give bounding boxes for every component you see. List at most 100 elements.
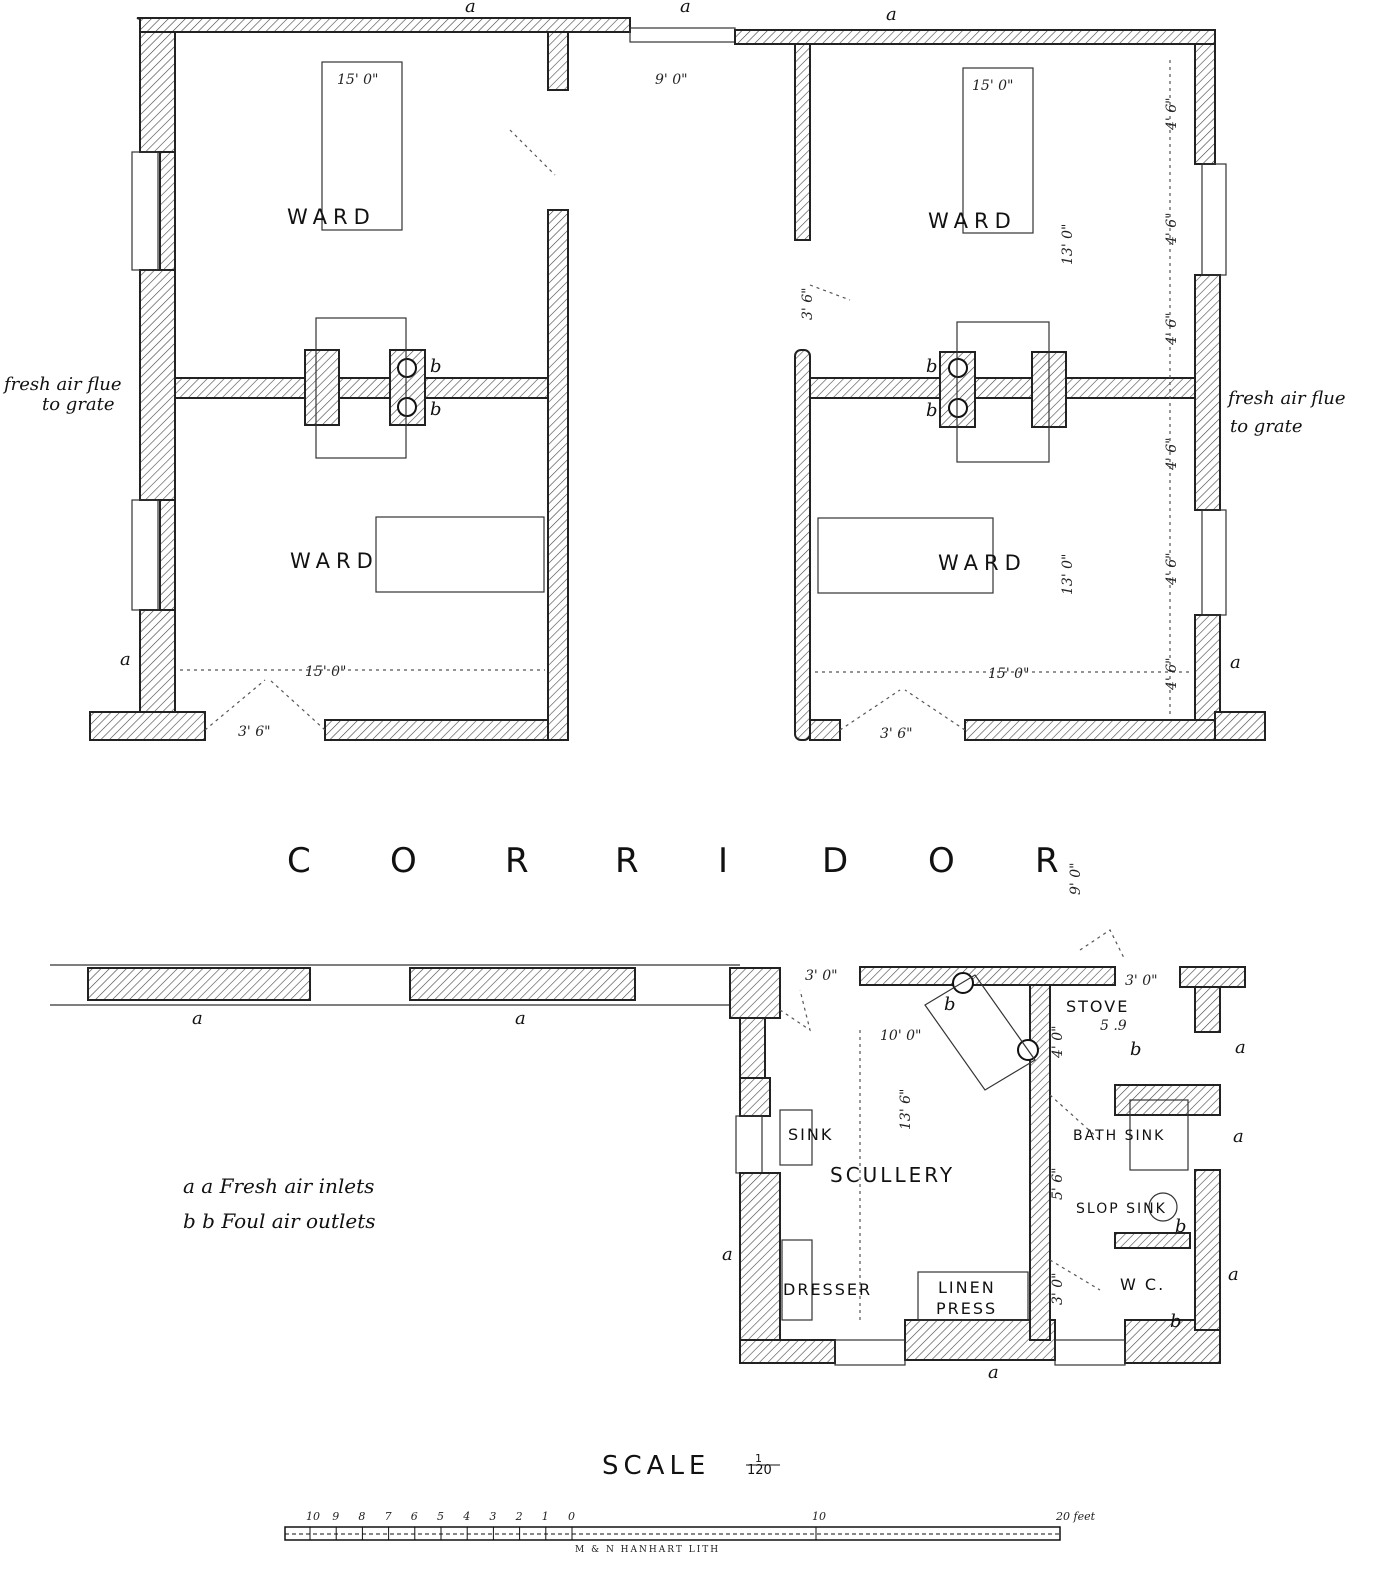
slop-sink-fixture	[1148, 1192, 1178, 1222]
room-label-scullery: SCULLERY	[830, 1163, 955, 1187]
legend-foul-air-outlets: b b Foul air outlets	[183, 1209, 376, 1233]
wall-pier	[1194, 986, 1221, 1033]
right-ward-top-wall	[734, 29, 1216, 45]
scale-tick-label: 4	[462, 1510, 470, 1523]
dimension-label: 4' 6"	[1164, 312, 1180, 346]
bed-outline	[817, 517, 994, 594]
inlet-marker: a	[515, 1008, 526, 1029]
fixture-label-dresser: DRESSER	[783, 1280, 872, 1299]
wall-segment	[87, 967, 311, 1001]
window	[1201, 509, 1227, 616]
east-wall	[1194, 1169, 1221, 1331]
fixture-label-slop-sink: SLOP SINK	[1076, 1201, 1167, 1217]
left-ward-bottom-wall	[89, 711, 206, 741]
ward-partition	[174, 377, 549, 399]
legend: a a Fresh air inlets b b Foul air outlet…	[183, 1174, 376, 1233]
corridor-letter: O	[390, 841, 417, 881]
hearth-outline	[315, 317, 407, 459]
room-label-ward: WARD	[287, 205, 376, 229]
fixture-label-stove: STOVE	[1066, 997, 1129, 1016]
foul-air-outlet-icon	[948, 358, 968, 378]
annotation-fresh-air-flue: fresh air flue	[1226, 388, 1346, 409]
right-wall-pier	[1194, 43, 1216, 165]
inlet-marker: a	[1230, 652, 1241, 673]
door-swing	[204, 129, 556, 731]
dimension-label: 13' 6"	[898, 1089, 914, 1130]
inlet-marker: a	[1235, 1037, 1246, 1058]
dresser-fixture	[781, 1239, 813, 1321]
dimension-label: 4' 6"	[1164, 437, 1180, 471]
dimension-label: 3' 0"	[805, 968, 838, 984]
scale-tick-label: 1	[542, 1510, 549, 1523]
left-wall-pier	[139, 269, 176, 501]
scullery-north-wall	[859, 966, 1116, 986]
left-ward-inner-wall	[547, 31, 569, 91]
right-ward-bottom-wall	[1214, 711, 1266, 741]
legend-fresh-air-inlets: a a Fresh air inlets	[183, 1174, 374, 1198]
fixture-label-sink: SINK	[788, 1125, 833, 1144]
door-swing	[809, 284, 966, 731]
left-ward-top-wall	[139, 17, 631, 33]
outlet-marker: b	[430, 356, 442, 377]
dimension-label: 3' 0"	[1050, 1272, 1066, 1305]
outlet-marker: b	[1170, 1311, 1182, 1332]
right-ward-bottom-wall	[809, 719, 841, 741]
inlet-marker: a	[120, 649, 131, 670]
copper-stove-outline	[924, 974, 1036, 1091]
scullery-west-wall	[739, 1172, 781, 1364]
dimension-label: 13' 0"	[1060, 554, 1076, 595]
sink-fixture	[779, 1109, 813, 1166]
inlet-marker: a	[1228, 1264, 1239, 1285]
inlet-marker: a	[1233, 1126, 1244, 1147]
dimension-label: 4' 0"	[1050, 1025, 1066, 1059]
window	[629, 27, 736, 43]
foul-air-outlet-icon	[397, 358, 417, 378]
inlet-marker: a	[988, 1362, 999, 1383]
corridor-letter: C	[287, 841, 311, 881]
corridor-letter: R	[505, 841, 529, 881]
foul-air-outlet-icon	[948, 398, 968, 418]
fixture-label-bath-sink: BATH SINK	[1073, 1128, 1165, 1144]
outlet-marker: b	[1130, 1039, 1142, 1060]
corridor-letter: D	[822, 841, 848, 881]
ward-partition	[809, 377, 1196, 399]
outlet-marker: b	[926, 356, 938, 377]
scale-ratio-numerator: 1	[755, 1452, 762, 1465]
scullery-south-wall	[739, 1339, 836, 1364]
right-ward-inner-wall	[794, 43, 811, 241]
window	[131, 151, 159, 271]
scale-title: SCALE	[602, 1451, 710, 1481]
hearth-outline	[956, 321, 1050, 463]
outlet-marker: b	[944, 994, 956, 1015]
window	[1054, 1339, 1126, 1366]
dimension-label: 4' 6"	[1164, 657, 1180, 691]
left-wall-pier	[139, 31, 176, 153]
wall-pier	[739, 1077, 771, 1117]
dimension-label: 9' 0"	[655, 72, 688, 88]
scale-tick-label: 9	[332, 1510, 339, 1523]
dimension-label: 3' 6"	[238, 724, 271, 740]
dimension-label: 10' 0"	[880, 1028, 921, 1044]
foul-air-outlet-icon	[952, 972, 974, 994]
fixture-label-linen: LINEN	[938, 1278, 996, 1297]
bed-outline	[962, 67, 1034, 234]
left-ward-inner-wall	[547, 209, 569, 741]
dimension-label: 15' 0"	[988, 666, 1029, 682]
bed-outline	[321, 61, 403, 231]
outlet-marker: b	[430, 399, 442, 420]
right-wall-pier	[1194, 274, 1221, 511]
window	[131, 499, 159, 611]
dimension-label: 5' 6"	[1050, 1167, 1066, 1200]
wc-wall	[1114, 1232, 1191, 1249]
dimension-label: 3' 0"	[1125, 973, 1158, 989]
annotation-to-grate: to grate	[42, 394, 115, 415]
room-label-ward: WARD	[928, 209, 1017, 233]
right-ward-bottom-wall	[964, 719, 1216, 741]
dimension-label: 13' 0"	[1060, 224, 1076, 265]
outlet-marker: b	[1175, 1216, 1187, 1237]
room-label-ward: WARD	[290, 549, 379, 573]
window	[834, 1339, 906, 1366]
annotation-to-grate: to grate	[1230, 416, 1303, 437]
scale-tick-label: 20 feet	[1055, 1510, 1096, 1523]
